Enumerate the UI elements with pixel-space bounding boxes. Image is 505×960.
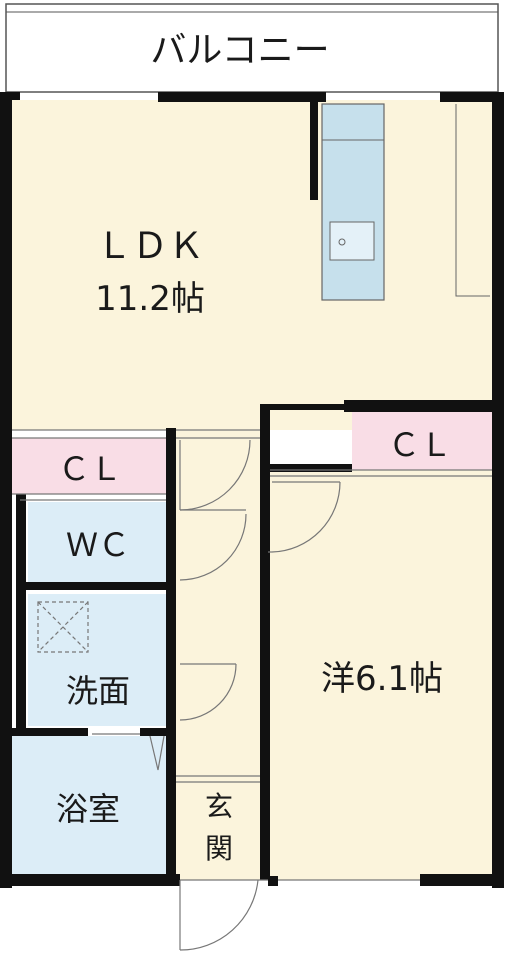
balcony-label: バルコニー: [150, 30, 329, 71]
closet-left-floor: [12, 438, 170, 494]
ldk-floor: [12, 100, 494, 430]
closet-right-label: ＣＬ: [388, 426, 452, 464]
closet-left-label: ＣＬ: [58, 450, 122, 488]
washroom-floor: [28, 594, 170, 726]
bath-floor: [12, 736, 170, 880]
entrance-floor: [178, 780, 260, 880]
balcony-area: [5, 3, 499, 93]
western-room-floor: [268, 470, 494, 880]
walls: [0, 92, 504, 888]
wc-floor: [28, 502, 170, 582]
thin-lines: [12, 429, 492, 881]
wc-label: ＷＣ: [66, 526, 130, 564]
western-room-label: 洋6.1帖: [321, 659, 443, 699]
doors: [149, 439, 341, 951]
entrance-label-top: 玄: [205, 790, 233, 823]
ldk-label: ＬＤＫ: [96, 226, 204, 267]
closet-right-floor: [352, 412, 494, 470]
entrance-label-bottom: 関: [205, 832, 233, 865]
ldk-size-label: 11.2帖: [95, 279, 205, 319]
fridge-space: [455, 104, 490, 297]
bath-label: 浴室: [56, 790, 120, 828]
washing-machine-pan: [37, 601, 89, 653]
sink-drain: [338, 238, 346, 246]
washroom-label: 洗面: [66, 672, 130, 710]
sink: [329, 221, 375, 261]
kitchen-counter: [321, 103, 385, 301]
